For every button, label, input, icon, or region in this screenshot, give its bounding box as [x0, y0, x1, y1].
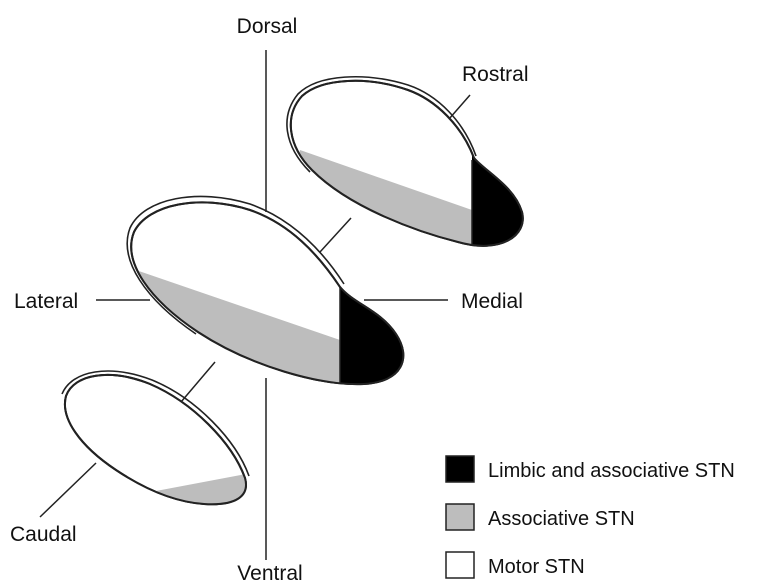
rostral-section — [280, 77, 542, 260]
ventral-label: Ventral — [237, 562, 302, 584]
lateral-label: Lateral — [14, 290, 78, 313]
legend-swatch-motor — [446, 552, 474, 578]
rostral-label: Rostral — [462, 63, 529, 86]
dorsal-label: Dorsal — [237, 15, 298, 38]
caudal-axis — [40, 463, 96, 517]
connector-upper — [320, 218, 351, 252]
medial-label: Medial — [461, 290, 523, 313]
legend-label-associative: Associative STN — [488, 508, 635, 530]
caudal-label: Caudal — [10, 523, 77, 546]
connector-lower — [181, 362, 215, 402]
legend-swatch-associative — [446, 504, 474, 530]
legend-label-limbic: Limbic and associative STN — [488, 460, 735, 482]
middle-section — [110, 196, 420, 400]
caudal-section — [62, 371, 252, 512]
legend-swatch-limbic — [446, 456, 474, 482]
legend-label-motor: Motor STN — [488, 556, 585, 578]
legend: Limbic and associative STN Associative S… — [446, 456, 735, 578]
